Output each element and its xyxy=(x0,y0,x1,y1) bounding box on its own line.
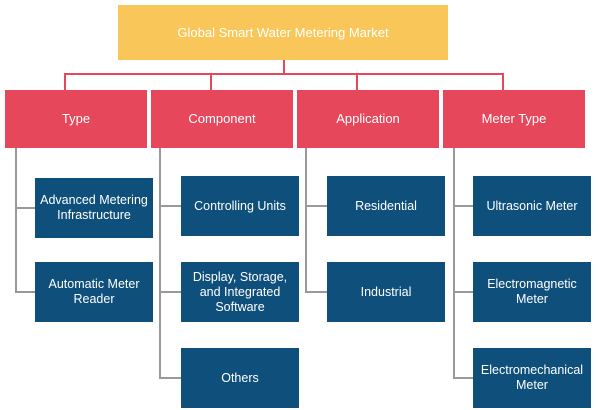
leaf-industrial: Industrial xyxy=(327,262,445,322)
component-leaf-branch-2 xyxy=(159,291,181,293)
application-leaf-branch-1 xyxy=(305,205,327,207)
type-leaf-spine xyxy=(15,148,17,293)
root-connector-horizontal xyxy=(64,73,504,75)
leaf-controlling-units: Controlling Units xyxy=(181,176,299,236)
type-leaf-branch-1 xyxy=(15,207,35,209)
meter-type-leaf-branch-2 xyxy=(453,291,473,293)
meter-type-leaf-branch-1 xyxy=(453,205,473,207)
component-leaf-branch-3 xyxy=(159,377,181,379)
meter-type-leaf-branch-3 xyxy=(453,377,473,379)
application-connector xyxy=(356,73,358,90)
leaf-residential: Residential xyxy=(327,176,445,236)
category-component: Component xyxy=(151,90,293,148)
component-connector xyxy=(210,73,212,90)
root-connector-vertical xyxy=(283,60,285,75)
leaf-electromechanical-meter: Electromechanical Meter xyxy=(473,348,591,408)
root-title: Global Smart Water Metering Market xyxy=(118,5,448,60)
component-leaf-branch-1 xyxy=(159,205,181,207)
meter-type-leaf-spine xyxy=(453,148,455,379)
category-application: Application xyxy=(297,90,439,148)
leaf-display-storage-software: Display, Storage, and Integrated Softwar… xyxy=(181,262,299,322)
leaf-electromagnetic-meter: Electromagnetic Meter xyxy=(473,262,591,322)
type-leaf-branch-2 xyxy=(15,291,35,293)
leaf-ultrasonic-meter: Ultrasonic Meter xyxy=(473,176,591,236)
meter-type-connector xyxy=(502,73,504,90)
category-type: Type xyxy=(5,90,147,148)
leaf-automatic-meter-reader: Automatic Meter Reader xyxy=(35,262,153,322)
type-connector xyxy=(64,73,66,90)
category-meter-type: Meter Type xyxy=(443,90,585,148)
leaf-others: Others xyxy=(181,348,299,408)
application-leaf-spine xyxy=(305,148,307,293)
leaf-advanced-metering-infrastructure: Advanced Metering Infrastructure xyxy=(35,178,153,238)
component-leaf-spine xyxy=(159,148,161,379)
application-leaf-branch-2 xyxy=(305,291,327,293)
